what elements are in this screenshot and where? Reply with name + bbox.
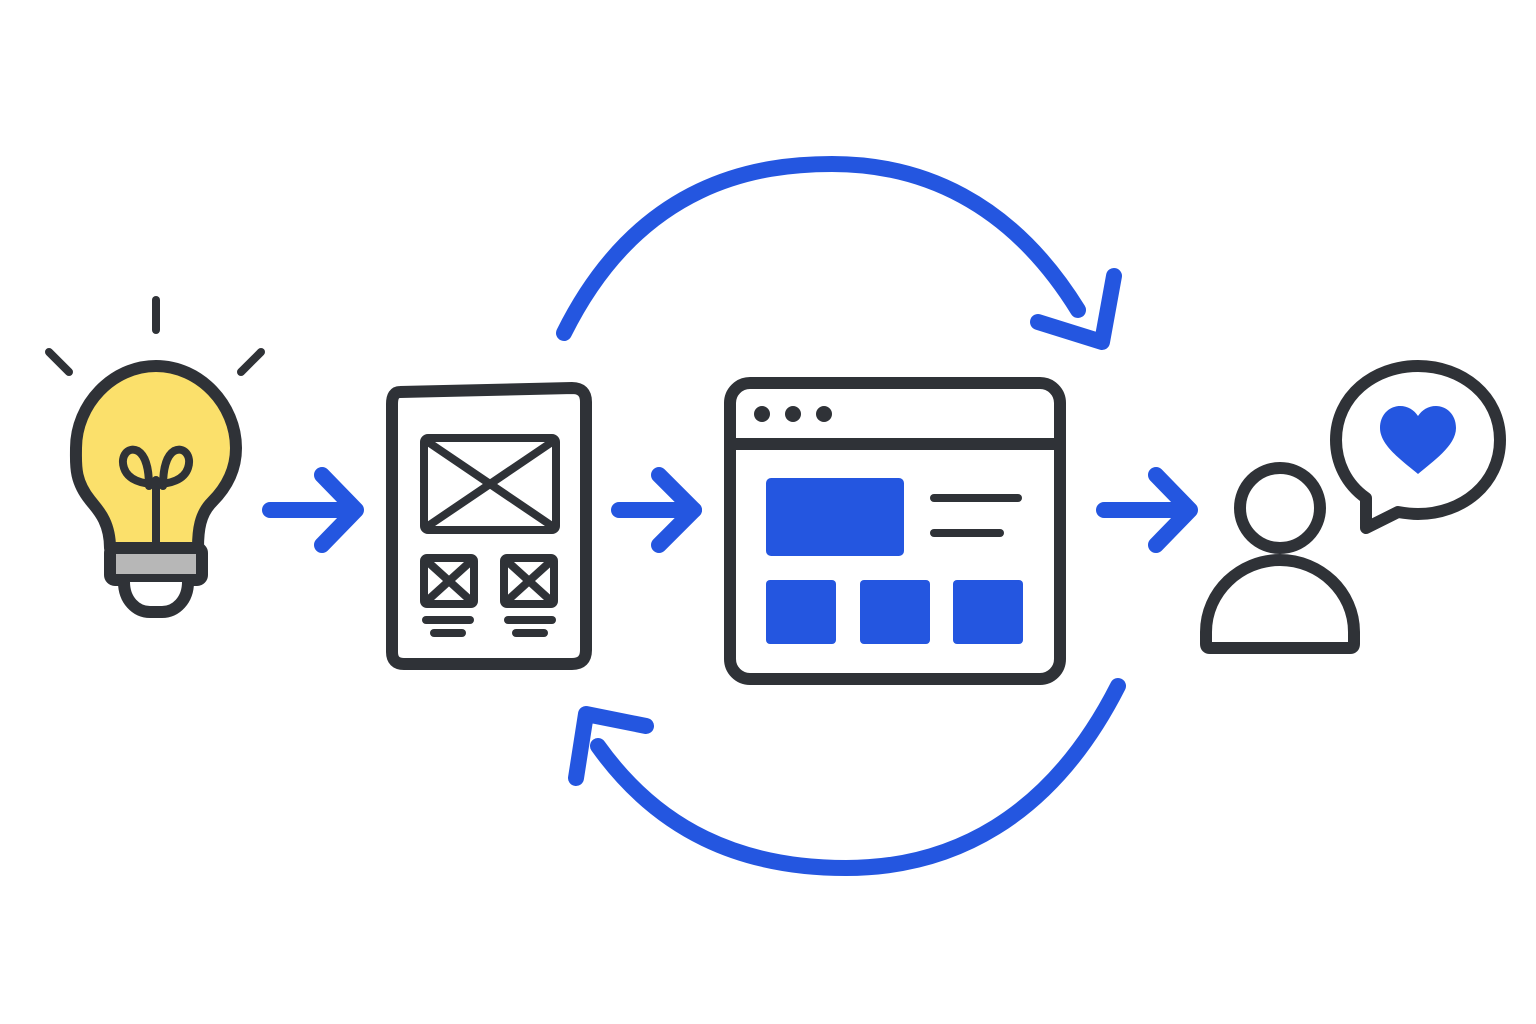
- lightbulb-ray-right: [237, 348, 265, 376]
- browser-card: [953, 580, 1023, 644]
- browser-dot: [754, 406, 770, 422]
- lightbulb-ray-left: [45, 348, 73, 376]
- arrow-idea-to-wireframe: [262, 467, 364, 553]
- browser-hero-block: [766, 478, 904, 556]
- arrow-prototype-to-user: [1096, 467, 1198, 553]
- curved-arrow-bottom: [568, 678, 1126, 876]
- browser-card: [766, 580, 836, 644]
- browser-card: [860, 580, 930, 644]
- lightbulb-glass: [69, 360, 242, 554]
- person-head: [1234, 462, 1326, 554]
- wireframe-hero-image: [420, 434, 560, 534]
- lightbulb-cap: [118, 576, 194, 618]
- user-with-heart-speech-bubble-icon: [1200, 360, 1506, 654]
- heart-icon: [1380, 406, 1456, 474]
- lightbulb-collar: [104, 542, 208, 586]
- wireframe-thumb-left: [420, 554, 478, 608]
- lightbulb-filament: [119, 445, 193, 552]
- browser-window-icon: [724, 377, 1066, 685]
- person-body: [1200, 554, 1360, 654]
- arrow-wireframe-to-prototype: [611, 467, 702, 553]
- curved-arrow-top: [556, 156, 1122, 350]
- lightbulb-icon: [45, 296, 265, 618]
- wireframe-thumb-right: [500, 554, 558, 608]
- browser-dot: [785, 406, 801, 422]
- wireframe-icon: [386, 382, 592, 670]
- browser-dot: [816, 406, 832, 422]
